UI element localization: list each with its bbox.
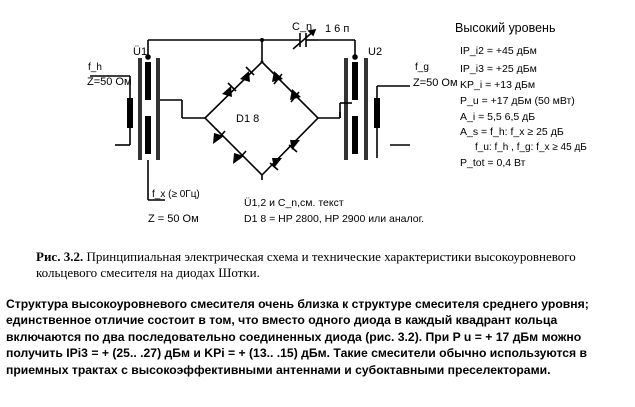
wiring <box>90 39 410 201</box>
cap-value: 1 6 п <box>325 23 349 35</box>
caption-prefix: Рис. 3.2. <box>36 249 84 264</box>
u2-label: U2 <box>368 46 382 58</box>
junctions <box>260 38 264 64</box>
fg-impedance: Z=50 Ом <box>413 77 458 89</box>
fg-label: f_g <box>415 62 429 73</box>
note-line-1: Ü1,2 и C_n,см. текст <box>244 197 344 209</box>
spec-row: A_s = f_h: f_x ≥ 25 дБ <box>460 126 564 138</box>
spec-row: P_tot = 0,4 Вт <box>460 157 526 169</box>
u1-label: Ü1 <box>133 46 147 58</box>
spec-row: A_i = 5,5 6,5 дБ <box>460 111 535 123</box>
spec-row: IP_i3 = +25 дБм <box>460 63 537 75</box>
cap-label: C_n <box>292 21 312 33</box>
spec-title: Высокий уровень <box>455 21 555 35</box>
fx-label: f_x (≥ 0Гц) <box>152 189 200 200</box>
capacitor-cn <box>292 28 318 50</box>
caption-text: Принципиальная электрическая схема и тех… <box>36 249 576 280</box>
fx-impedance: Z = 50 Ом <box>148 213 199 225</box>
fh-label: f_h <box>88 62 102 73</box>
transformer-u1 <box>127 54 160 160</box>
spec-list: Высокий уровень IP_i2 = +45 дБм IP_i3 = … <box>455 21 587 169</box>
note-line-2: D1 8 = HP 2800, HP 2900 или аналог. <box>244 213 424 225</box>
spec-row: f_u: f_h , f_g: f_x ≥ 45 дБ <box>475 142 587 153</box>
figure-caption: Рис. 3.2. Принципиальная электрическая с… <box>36 249 626 281</box>
transformer-u2 <box>344 54 380 160</box>
body-paragraph: Структура высокоуровневого смесителя оче… <box>6 297 589 377</box>
diodes-label: D1 8 <box>236 113 259 125</box>
diode-ring <box>203 60 320 177</box>
fh-impedance: Z=50 Ом <box>87 76 132 88</box>
spec-row: KP_i = +13 дБм <box>460 79 535 91</box>
spec-row: IP_i2 = +45 дБм <box>460 45 537 57</box>
spec-row: P_u = +17 дБм (50 мВт) <box>460 95 575 107</box>
